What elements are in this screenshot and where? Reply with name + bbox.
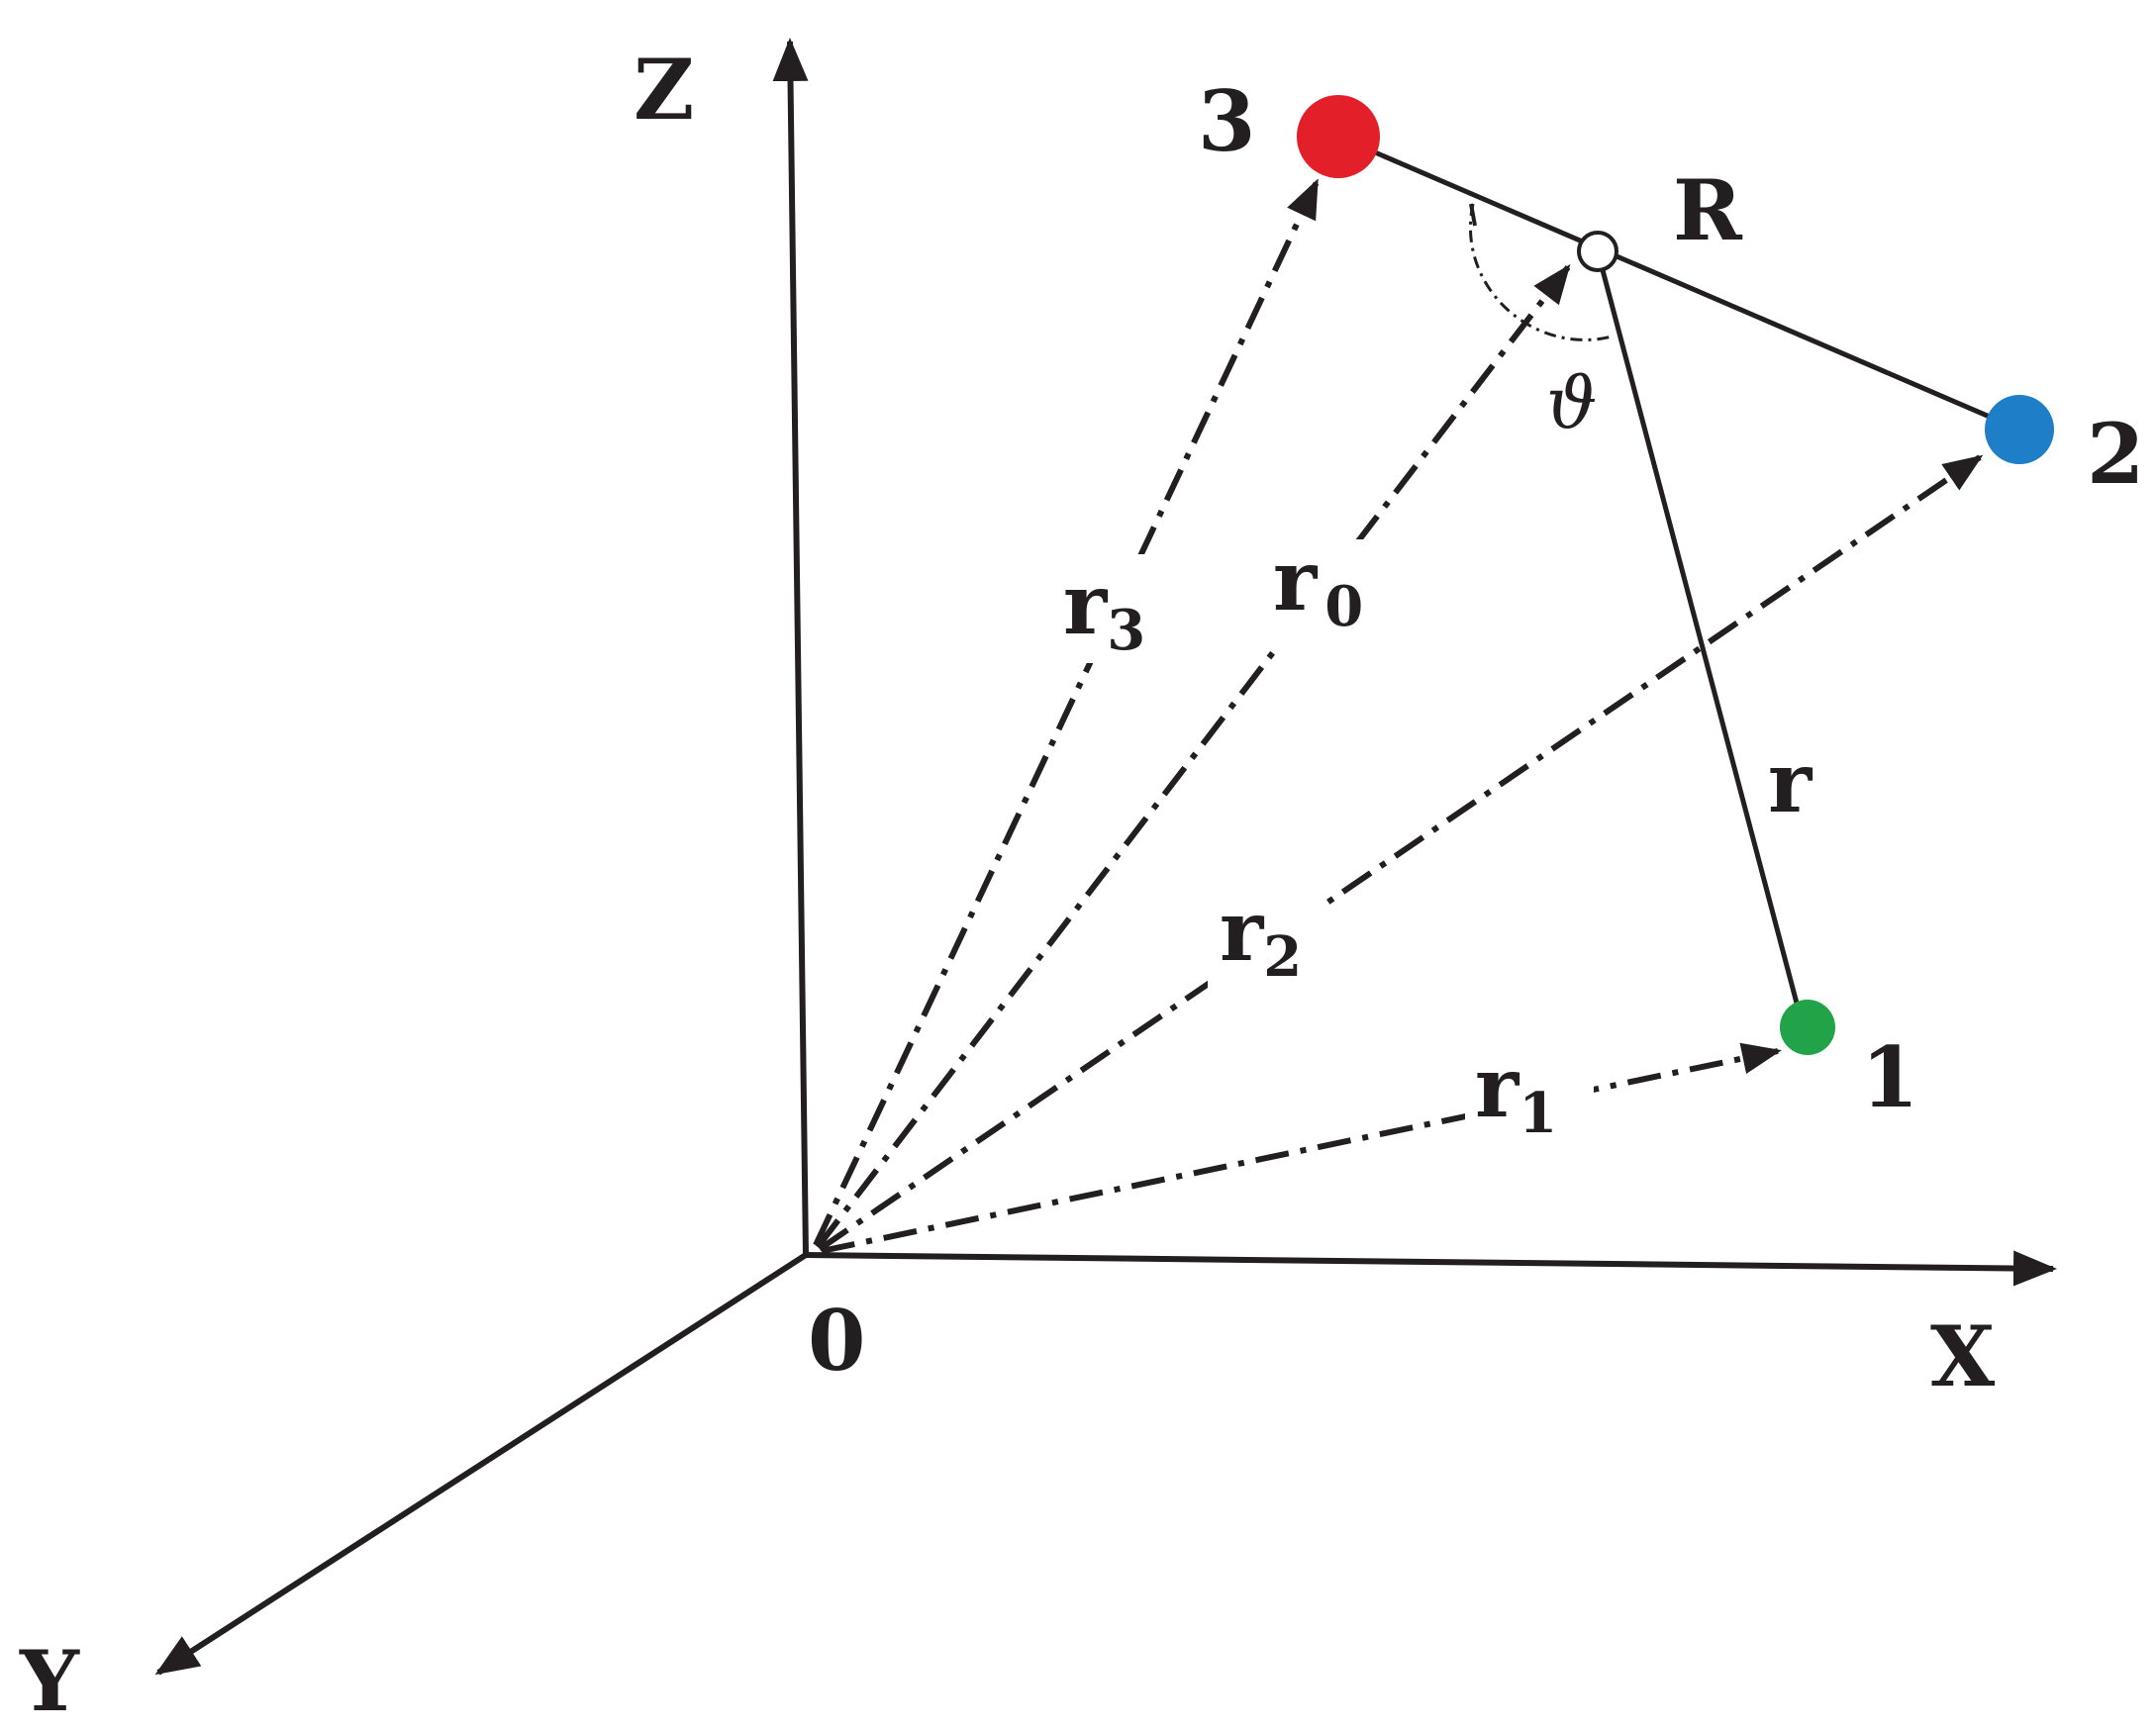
particle-1-label: 1 bbox=[1861, 1028, 1918, 1126]
vector-r2-base: r bbox=[1220, 882, 1265, 980]
particle-1 bbox=[1780, 1000, 1835, 1055]
center-label: R bbox=[1673, 161, 1743, 259]
r3-label-gap bbox=[1049, 554, 1178, 663]
bond-3-to-2 bbox=[1337, 134, 2020, 433]
vector-r-label: r bbox=[1768, 733, 1813, 831]
vector-r3-label: r3 bbox=[1063, 555, 1145, 663]
vector-r3-line bbox=[813, 178, 1320, 1247]
x-axis-label: X bbox=[1930, 1307, 1996, 1405]
particle-2 bbox=[1985, 395, 2054, 464]
angle-label: ϑ bbox=[1546, 361, 1597, 444]
z-axis bbox=[772, 38, 809, 1256]
vector-r0-base: r bbox=[1273, 531, 1319, 629]
z-axis-label: Z bbox=[634, 41, 694, 139]
vector-r0-subscript: 0 bbox=[1324, 574, 1363, 639]
vector-r1-subscript: 1 bbox=[1519, 1081, 1557, 1146]
y-axis-label: Y bbox=[19, 1632, 80, 1730]
vector-r1-base: r bbox=[1475, 1038, 1520, 1136]
angle-tick bbox=[1469, 203, 1477, 227]
x-axis bbox=[805, 1250, 2057, 1287]
vector-r1-label: r1 bbox=[1475, 1038, 1557, 1146]
center-of-mass-point bbox=[1577, 231, 1618, 272]
particle-3 bbox=[1297, 95, 1380, 178]
vector-r0-line bbox=[815, 263, 1571, 1249]
particle-2-label: 2 bbox=[2087, 405, 2144, 503]
vector-r3-subscript: 3 bbox=[1107, 598, 1145, 663]
r2-label-gap bbox=[1208, 896, 1326, 1005]
origin-label: 0 bbox=[808, 1292, 865, 1390]
vector-r2-subscript: 2 bbox=[1263, 924, 1302, 990]
y-axis bbox=[154, 1252, 808, 1676]
vector-r3-base: r bbox=[1063, 555, 1109, 653]
r1-label-gap bbox=[1465, 1049, 1594, 1148]
particle-3-label: 3 bbox=[1198, 72, 1255, 170]
bond-center-to-1 bbox=[1595, 250, 1807, 1030]
r0-label-gap bbox=[1257, 539, 1396, 648]
vector-r2-label: r2 bbox=[1220, 882, 1302, 990]
angle-arc bbox=[1469, 203, 1613, 341]
vector-r2-line bbox=[818, 454, 1984, 1252]
